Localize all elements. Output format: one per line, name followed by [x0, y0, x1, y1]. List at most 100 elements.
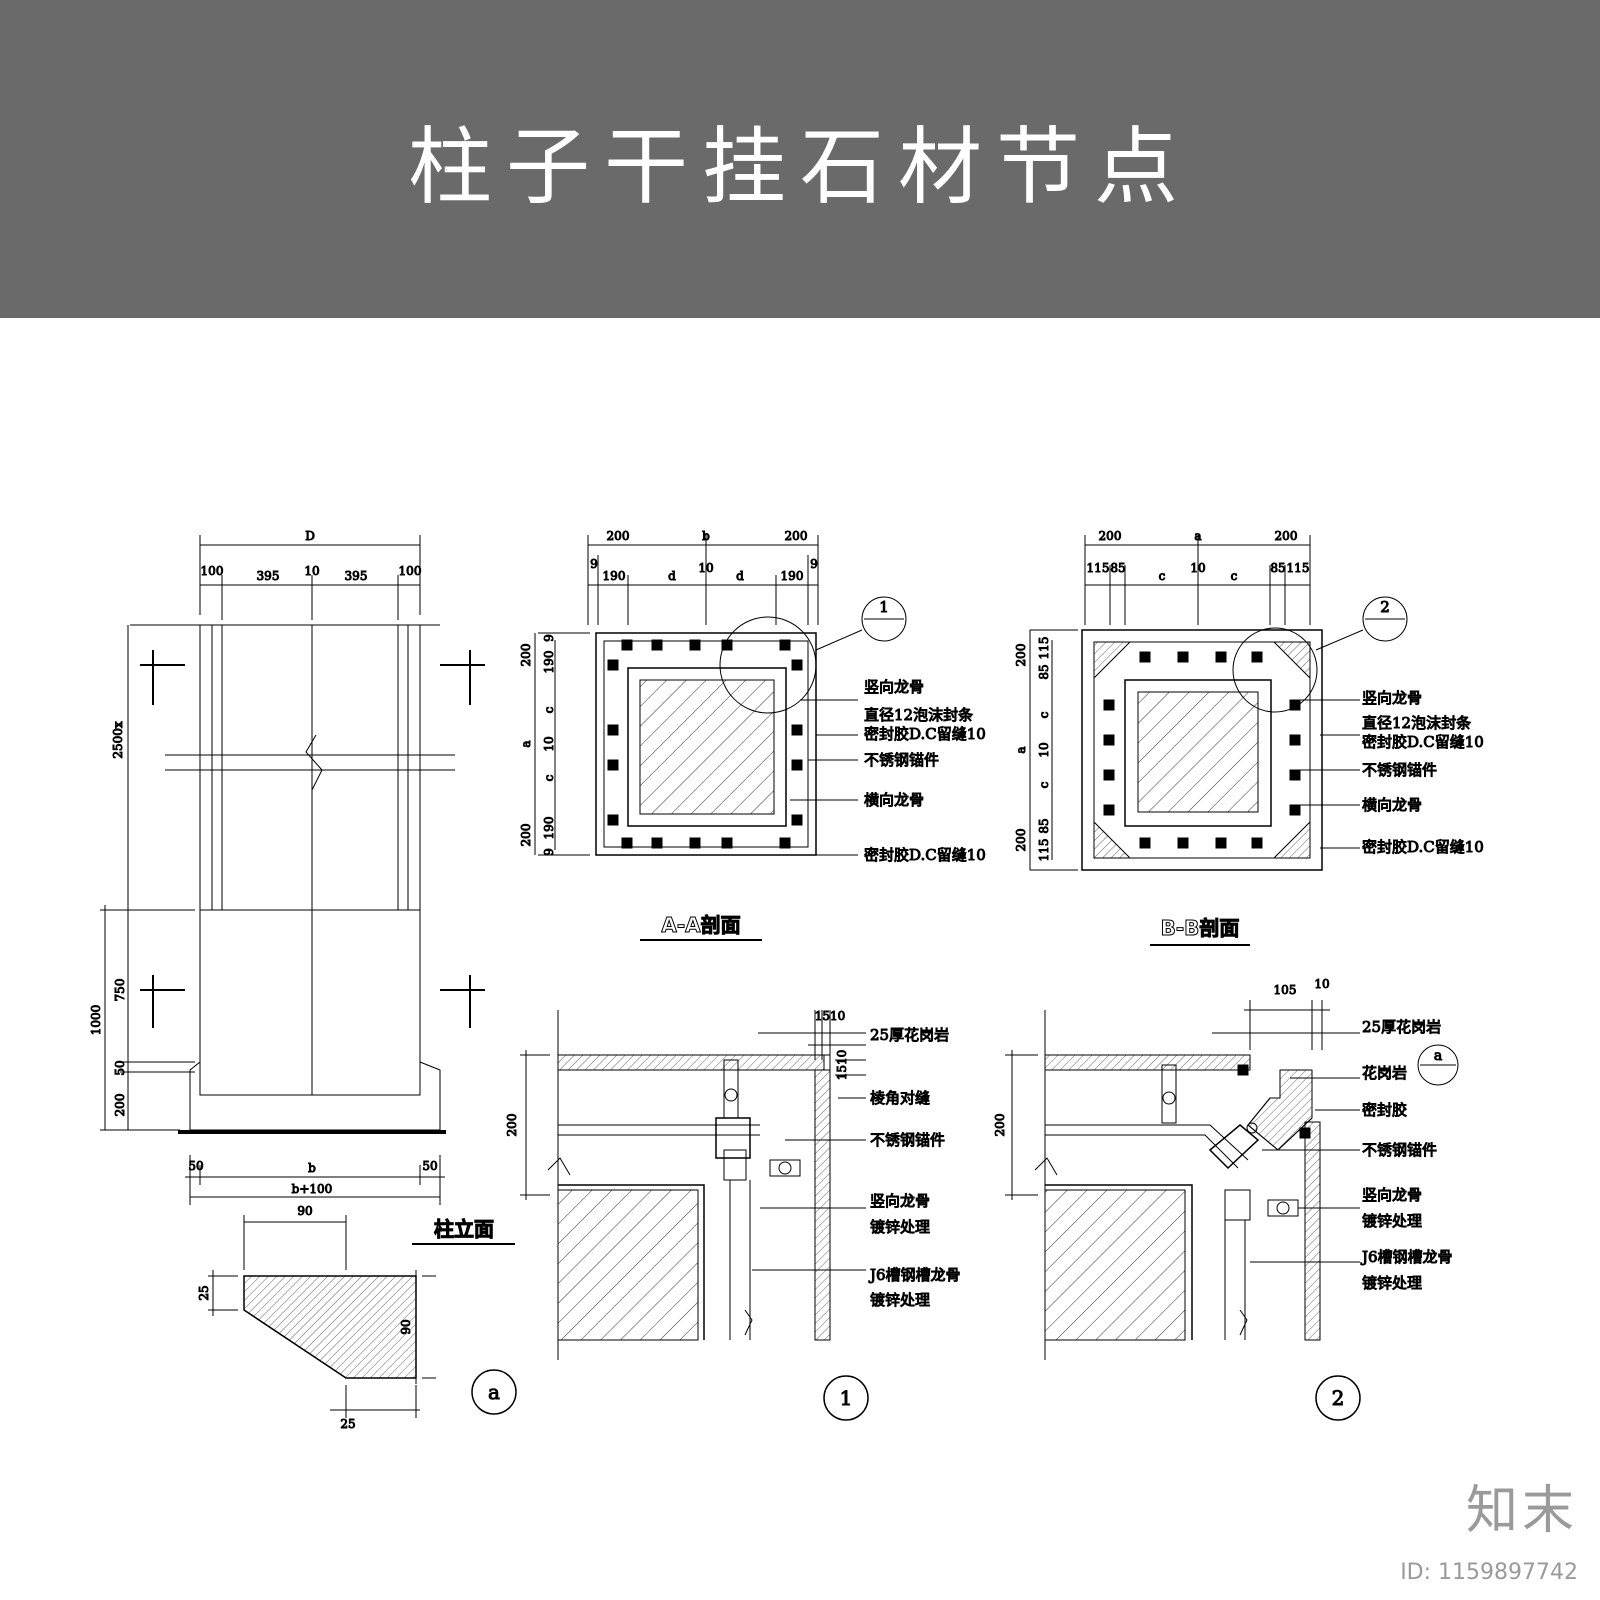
a-vdim-200-bottom: 200 [519, 824, 533, 847]
b-label-horizontal-keel: 横向龙骨 [1362, 796, 1422, 814]
detail-1-dim-1510-side: 1510 [835, 1050, 849, 1081]
detail-2-label-vertical-keel: 竖向龙骨 [1362, 1186, 1422, 1204]
detail-2-label-channel-keel: J6槽钢槽龙骨 [1360, 1248, 1453, 1266]
a-vdim-9-bottom: 9 [542, 848, 556, 856]
dim-50: 50 [113, 1060, 127, 1075]
b-dim-115-left: 115 [1087, 561, 1110, 575]
section-a-a [534, 535, 907, 941]
b-callout-number: 2 [1380, 598, 1390, 616]
watermark-logo: 知末 [1465, 1481, 1578, 1541]
detail-2-ref-tag: a [1434, 1048, 1442, 1064]
a-vdim-9-top: 9 [542, 634, 556, 642]
detail-2-tag: 2 [1332, 1386, 1345, 1410]
b-vdim-115-top: 115 [1037, 637, 1051, 660]
section-b-b [1029, 535, 1408, 946]
dim-b100: b+100 [292, 1182, 333, 1196]
b-vdim-85-bottom: 85 [1037, 818, 1051, 833]
column-elevation [100, 535, 515, 1245]
detail-a [208, 1215, 517, 1418]
b-label-foam-strip: 直径12泡沫封条 [1362, 714, 1471, 732]
b-dim-200-left: 200 [1099, 529, 1122, 543]
title-banner: 柱子干挂石材节点 [0, 0, 1600, 318]
dim-100-left: 100 [201, 564, 224, 578]
a-dim-200-left: 200 [607, 529, 630, 543]
detail-2-label-anchor: 不锈钢锚件 [1362, 1141, 1437, 1159]
detail-1-label-vertical-keel: 竖向龙骨 [870, 1192, 930, 1210]
caption-elevation: 柱立面 [434, 1217, 494, 1241]
a-dim-190-right: 190 [781, 569, 804, 583]
dim-1000: 1000 [89, 1005, 103, 1036]
detail-2-label-galvanized-2: 镀锌处理 [1362, 1274, 1422, 1292]
dim-395-right: 395 [345, 569, 368, 583]
a-label-vertical-keel: 竖向龙骨 [864, 678, 924, 696]
b-vdim-c-bottom: c [1037, 781, 1051, 788]
a-label-anchor: 不锈钢锚件 [864, 751, 939, 769]
detail-a-dim-left: 25 [197, 1285, 211, 1300]
a-vdim-c-bottom: c [542, 774, 556, 781]
detail-2 [1005, 1000, 1459, 1421]
dim-100-right: 100 [399, 564, 422, 578]
b-vdim-200-top: 200 [1014, 644, 1028, 667]
a-callout-number: 1 [879, 598, 889, 616]
detail-1-label-corner-joint: 棱角对缝 [870, 1089, 930, 1107]
a-dim-190-left: 190 [603, 569, 626, 583]
detail-1-label-galvanized: 镀锌处理 [870, 1218, 930, 1236]
detail-1-dim-1510-top: 1510 [815, 1009, 846, 1023]
detail-a-tag: a [488, 1380, 500, 1404]
a-label-horizontal-keel: 横向龙骨 [864, 791, 924, 809]
a-vdim-200-top: 200 [519, 644, 533, 667]
a-label-sealant-gap: 密封胶D.C留缝10 [864, 725, 986, 743]
b-dim-85-left: 85 [1110, 561, 1125, 575]
b-vdim-85-top: 85 [1037, 664, 1051, 679]
a-vdim-10: 10 [542, 736, 556, 751]
a-dim-10: 10 [698, 561, 713, 575]
a-dim-200-right: 200 [785, 529, 808, 543]
a-dim-b: b [702, 529, 710, 543]
detail-1-dim-200: 200 [505, 1114, 519, 1137]
detail-2-label-galvanized: 镀锌处理 [1362, 1212, 1422, 1230]
detail-a-dim-right: 90 [399, 1319, 413, 1334]
detail-2-dim-200: 200 [993, 1114, 1007, 1137]
b-label-anchor: 不锈钢锚件 [1362, 761, 1437, 779]
detail-1-label-galvanized-2: 镀锌处理 [870, 1291, 930, 1309]
dim-10: 10 [304, 564, 319, 578]
a-vdim-190-bottom: 190 [542, 817, 556, 840]
a-label-sealant-gap-2: 密封胶D.C留缝10 [864, 846, 986, 864]
a-vdim-a: a [519, 740, 533, 747]
caption-section-b: B-B剖面 [1161, 916, 1240, 940]
dim-2500x: 2500x [111, 721, 125, 759]
a-dim-d-left: d [668, 569, 676, 583]
b-dim-10: 10 [1190, 561, 1205, 575]
a-vdim-190-top: 190 [542, 651, 556, 674]
caption-section-a: A-A剖面 [661, 913, 740, 937]
b-label-sealant-gap-2: 密封胶D.C留缝10 [1362, 838, 1484, 856]
detail-2-label-granite-25: 25厚花岗岩 [1362, 1018, 1441, 1036]
detail-1-label-channel-keel: J6槽钢槽龙骨 [868, 1266, 961, 1284]
detail-2-dim-105: 105 [1274, 983, 1297, 997]
b-vdim-115-bottom: 115 [1037, 839, 1051, 862]
dim-750: 750 [113, 979, 127, 1002]
dim-395-left: 395 [257, 569, 280, 583]
a-dim-9-left: 9 [590, 557, 598, 571]
watermark-id: ID: 1159897742 [1400, 1560, 1578, 1585]
b-dim-c-left: c [1159, 569, 1166, 583]
a-vdim-c-top: c [542, 706, 556, 713]
detail-2-dim-10: 10 [1314, 977, 1329, 991]
dim-D: D [305, 529, 315, 543]
b-dim-c-right: c [1231, 569, 1238, 583]
detail-1-label-anchor: 不锈钢锚件 [870, 1131, 945, 1149]
dim-50-bottom-right: 50 [422, 1159, 437, 1173]
b-vdim-c-top: c [1037, 711, 1051, 718]
a-label-foam-strip: 直径12泡沫封条 [864, 706, 973, 724]
detail-1-label-granite: 25厚花岗岩 [870, 1026, 949, 1044]
a-dim-d-right: d [736, 569, 744, 583]
dim-200: 200 [113, 1094, 127, 1117]
detail-1-tag: 1 [840, 1386, 853, 1410]
b-vdim-10: 10 [1037, 742, 1051, 757]
b-vdim-a: a [1014, 746, 1028, 753]
b-label-vertical-keel: 竖向龙骨 [1362, 689, 1422, 707]
dim-b: b [308, 1161, 316, 1175]
b-dim-115-right: 115 [1287, 561, 1310, 575]
a-dim-9-right: 9 [810, 557, 818, 571]
